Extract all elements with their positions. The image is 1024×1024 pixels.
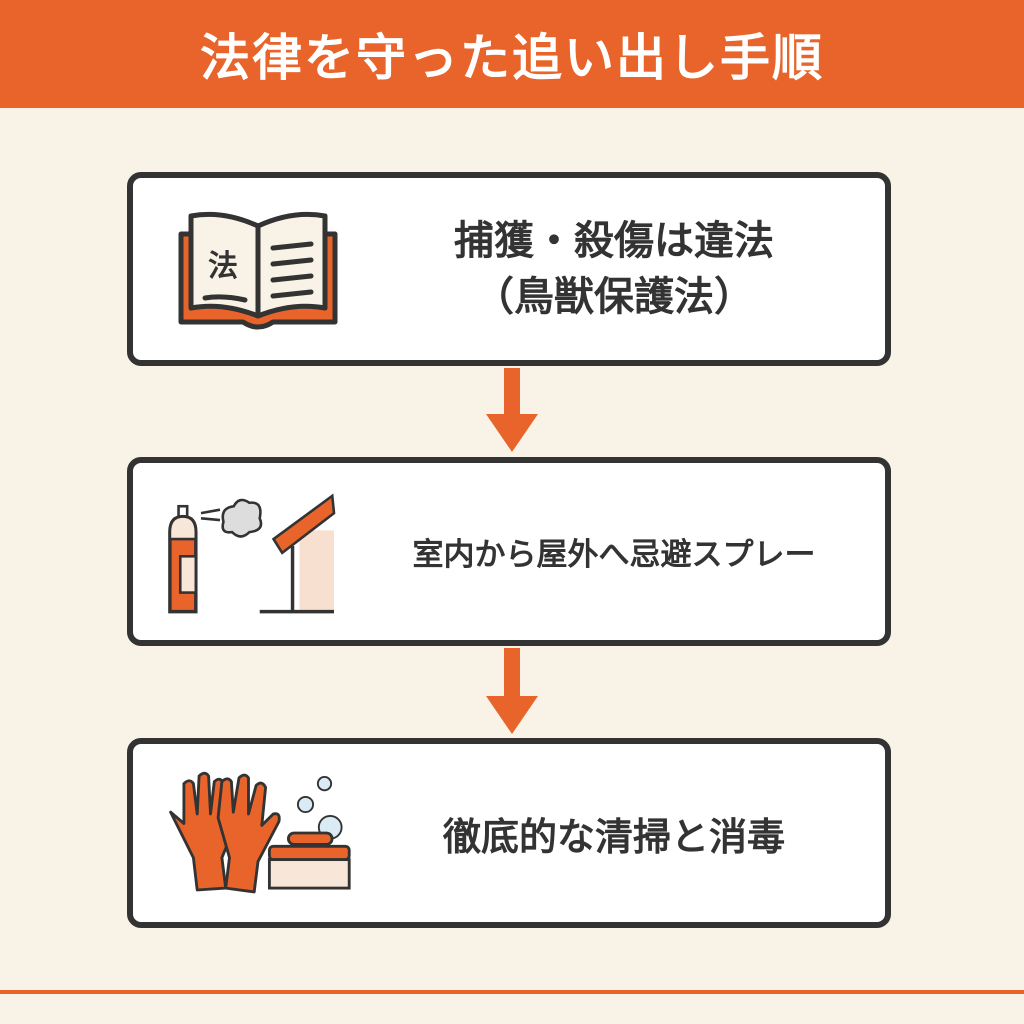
law-book-icon: 法 bbox=[163, 178, 353, 360]
gloves-brush-icon bbox=[163, 744, 353, 922]
header-banner: 法律を守った追い出し手順 bbox=[0, 0, 1024, 108]
spray-house-icon bbox=[163, 463, 353, 640]
step-3-text: 徹底的な清掃と消毒 bbox=[442, 814, 785, 859]
footer-divider bbox=[0, 990, 1024, 994]
step-2-text: 室内から屋外へ忌避スプレー bbox=[412, 537, 816, 573]
arrow-down-icon bbox=[486, 648, 538, 734]
arrow-down-icon bbox=[486, 368, 538, 452]
step-card-2: 室内から屋外へ忌避スプレー bbox=[127, 457, 891, 646]
step-card-1: 法 捕獲・殺傷は違法 （鳥獣保護法） bbox=[127, 172, 891, 366]
step-card-3: 徹底的な清掃と消毒 bbox=[127, 738, 891, 928]
step-1-text: 捕獲・殺傷は違法 bbox=[454, 218, 774, 264]
book-law-glyph: 法 bbox=[208, 249, 238, 284]
step-1-subtext: （鳥獣保護法） bbox=[474, 274, 754, 320]
page-title: 法律を守った追い出し手順 bbox=[200, 29, 824, 87]
